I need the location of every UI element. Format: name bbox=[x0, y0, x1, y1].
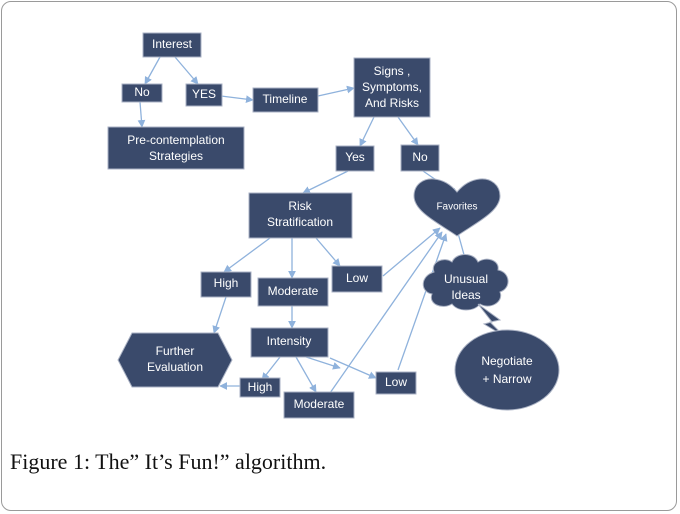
node-no-mid: No bbox=[400, 144, 440, 172]
node-unusual-line1: Unusual bbox=[444, 272, 488, 286]
node-negotiate-line2: + Narrow bbox=[482, 372, 531, 386]
node-interest-label: Interest bbox=[152, 37, 193, 51]
edge-signs-no bbox=[397, 116, 419, 146]
node-low-1-label: Low bbox=[346, 271, 368, 285]
edge-risk-high bbox=[223, 237, 271, 273]
node-high-2: High bbox=[239, 377, 281, 398]
node-high-1: High bbox=[200, 271, 252, 298]
node-low-1: Low bbox=[331, 265, 383, 293]
node-signs-line1: Signs , bbox=[374, 64, 411, 78]
node-yes-top-label: YES bbox=[192, 87, 216, 101]
edge-interest-no bbox=[144, 56, 161, 85]
node-yes-top: YES bbox=[185, 83, 223, 107]
edge-yes-timeline bbox=[220, 95, 254, 103]
edge-no-precontemplation bbox=[137, 101, 146, 128]
node-unusual-line2: Ideas bbox=[451, 288, 480, 302]
node-high-2-label: High bbox=[248, 380, 273, 394]
node-yes-mid: Yes bbox=[335, 145, 375, 172]
edge-moderate-favorites bbox=[329, 231, 443, 394]
edge-interest-yes bbox=[174, 56, 199, 85]
node-no-top-label: No bbox=[134, 85, 150, 99]
node-precontemplation-line2: Strategies bbox=[149, 149, 203, 163]
node-no-mid-label: No bbox=[412, 150, 428, 164]
edge-signs-yes bbox=[359, 116, 375, 147]
edge-risk-low bbox=[315, 237, 341, 267]
node-no-top: No bbox=[121, 83, 163, 103]
node-intensity: Intensity bbox=[250, 327, 329, 358]
node-yes-mid-label: Yes bbox=[345, 150, 365, 164]
node-moderate-2-label: Moderate bbox=[294, 397, 345, 411]
node-negotiate: Negotiate + Narrow bbox=[454, 329, 560, 411]
edge-intensity-moderate bbox=[295, 356, 317, 393]
node-risk-line1: Risk bbox=[288, 199, 312, 213]
edge-low-favorites bbox=[382, 227, 441, 277]
node-unusual: Unusual Ideas bbox=[422, 254, 509, 337]
node-intensity-label: Intensity bbox=[267, 334, 312, 348]
edge-yes-risk bbox=[302, 170, 349, 194]
node-signs: Signs , Symptoms, And Risks bbox=[353, 57, 431, 118]
node-timeline-label: Timeline bbox=[263, 92, 308, 106]
node-signs-line2: Symptoms, bbox=[362, 80, 422, 94]
edge-intensity-high bbox=[261, 356, 281, 381]
node-favorites: Favorites bbox=[413, 178, 501, 237]
node-timeline: Timeline bbox=[252, 87, 319, 113]
node-risk-line2: Stratification bbox=[267, 215, 333, 229]
node-precontemplation-line1: Pre-contemplation bbox=[127, 133, 224, 147]
node-risk: Risk Stratification bbox=[248, 192, 353, 239]
node-negotiate-line1: Negotiate bbox=[481, 354, 533, 368]
edge-low2-favorites bbox=[397, 233, 448, 371]
node-further-line1: Further bbox=[156, 344, 195, 358]
node-further-line2: Evaluation bbox=[147, 360, 203, 374]
node-low-2-label: Low bbox=[385, 375, 407, 389]
node-interest: Interest bbox=[142, 32, 202, 58]
edges bbox=[137, 56, 468, 394]
node-moderate-1: Moderate bbox=[257, 277, 329, 307]
edge-intensity-low bbox=[329, 357, 377, 379]
node-further: Further Evaluation bbox=[117, 332, 233, 388]
node-moderate-2: Moderate bbox=[283, 391, 355, 419]
edge-timeline-signs bbox=[317, 85, 355, 97]
edge-high-further bbox=[212, 296, 227, 334]
node-high-1-label: High bbox=[214, 276, 239, 290]
node-precontemplation: Pre-contemplation Strategies bbox=[107, 126, 245, 170]
node-favorites-label: Favorites bbox=[436, 202, 477, 213]
figure-caption: Figure 1: The” It’s Fun!” algorithm. bbox=[10, 449, 327, 474]
node-moderate-1-label: Moderate bbox=[268, 284, 319, 298]
flowchart-diagram: Interest No YES Pre-contemplation Strate… bbox=[107, 32, 560, 419]
node-low-2: Low bbox=[375, 371, 417, 395]
node-signs-line3: And Risks bbox=[365, 96, 419, 110]
